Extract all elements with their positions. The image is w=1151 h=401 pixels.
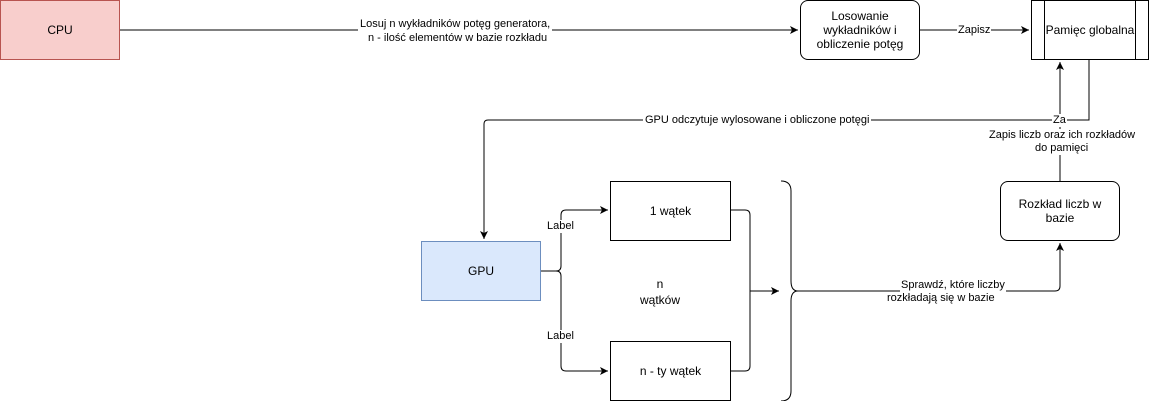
edge-memory-to-gpu (480, 60, 1090, 239)
thread-1-node[interactable]: 1 wątek (610, 181, 731, 241)
edge-label-label-bottom: Label (546, 330, 575, 343)
edge-label-store-line2: do pamięci (1034, 142, 1090, 155)
cpu-node[interactable]: CPU (0, 0, 120, 60)
edge-gpu-to-threadn (541, 270, 608, 375)
memory-node[interactable]: Pamięc globalna (1031, 0, 1149, 60)
process-label: Losowanie wykładników i obliczenie potęg (816, 9, 904, 51)
memory-left-bar (1044, 1, 1045, 59)
thread-1-label: 1 wątek (649, 204, 692, 218)
gpu-label: GPU (467, 264, 494, 278)
memory-right-bar (1135, 1, 1136, 59)
edge-threadn-to-brace (731, 291, 751, 372)
cpu-label: CPU (47, 23, 73, 37)
edge-label-store-line1: Zapis liczb oraz ich rozkładów (988, 129, 1137, 142)
thread-n-node[interactable]: n - ty wątek (610, 341, 731, 401)
process-node[interactable]: Losowanie wykładników i obliczenie potęg (800, 0, 920, 60)
edge-label-cpu-process-line2: n - ilość elementów w bazie rozkładu (366, 32, 550, 45)
decomposition-label: Rozkład liczb w bazie (1018, 197, 1102, 225)
edge-label-save: Zapisz (957, 24, 992, 37)
threads-count-text: n wątków (639, 277, 680, 307)
edge-label-za: Za (1052, 114, 1067, 127)
edge-label-label-top: Label (546, 220, 575, 233)
edge-thread1-to-brace (731, 209, 779, 295)
edge-label-cpu-process-line1: Losuj n wykładników potęg generatora, (358, 18, 553, 31)
decomposition-node[interactable]: Rozkład liczb w bazie (1000, 181, 1120, 241)
curly-brace (780, 180, 799, 401)
thread-n-label: n - ty wątek (639, 364, 702, 378)
memory-label: Pamięc globalna (1045, 23, 1135, 37)
edge-brace-to-decomposition (798, 243, 1064, 292)
edge-label-gpu-reads: GPU odczytuje wylosowane i obliczone pot… (643, 114, 872, 127)
edge-label-check-line2: rozkładają się w bazie (886, 292, 996, 305)
gpu-node[interactable]: GPU (421, 241, 541, 301)
edge-gpu-to-thread1 (541, 206, 608, 272)
edge-label-check-line1: Sprawdź, które liczby (900, 279, 1006, 292)
